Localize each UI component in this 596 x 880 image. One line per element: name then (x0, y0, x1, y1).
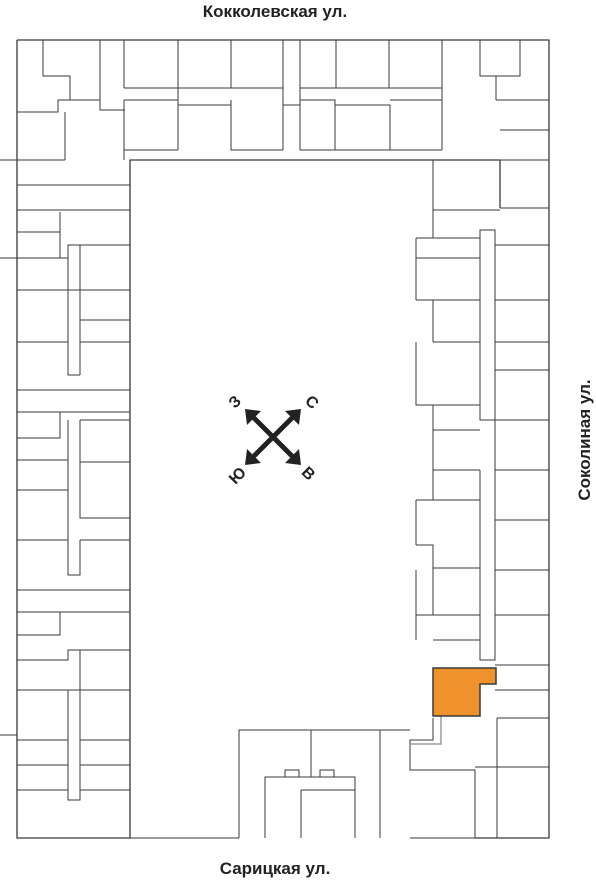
compass-west-label: З (226, 393, 245, 412)
north-wing (42, 40, 521, 160)
east-wing (409, 99, 549, 838)
compass-south-label: Ю (226, 464, 250, 488)
south-wing (130, 729, 475, 839)
street-label-east: Соколиная ул. (575, 379, 594, 500)
street-label-south: Сарицкая ул. (220, 859, 331, 878)
compass-rose: С В Ю З (226, 393, 322, 488)
compass-east-label: В (298, 464, 318, 484)
street-label-north: Кокколевская ул. (203, 2, 347, 21)
compass-arrows-icon (245, 409, 301, 465)
selected-apartment[interactable] (432, 667, 497, 717)
west-wing (0, 99, 130, 801)
building-outline (16, 39, 550, 839)
compass-north-label: С (301, 393, 322, 414)
